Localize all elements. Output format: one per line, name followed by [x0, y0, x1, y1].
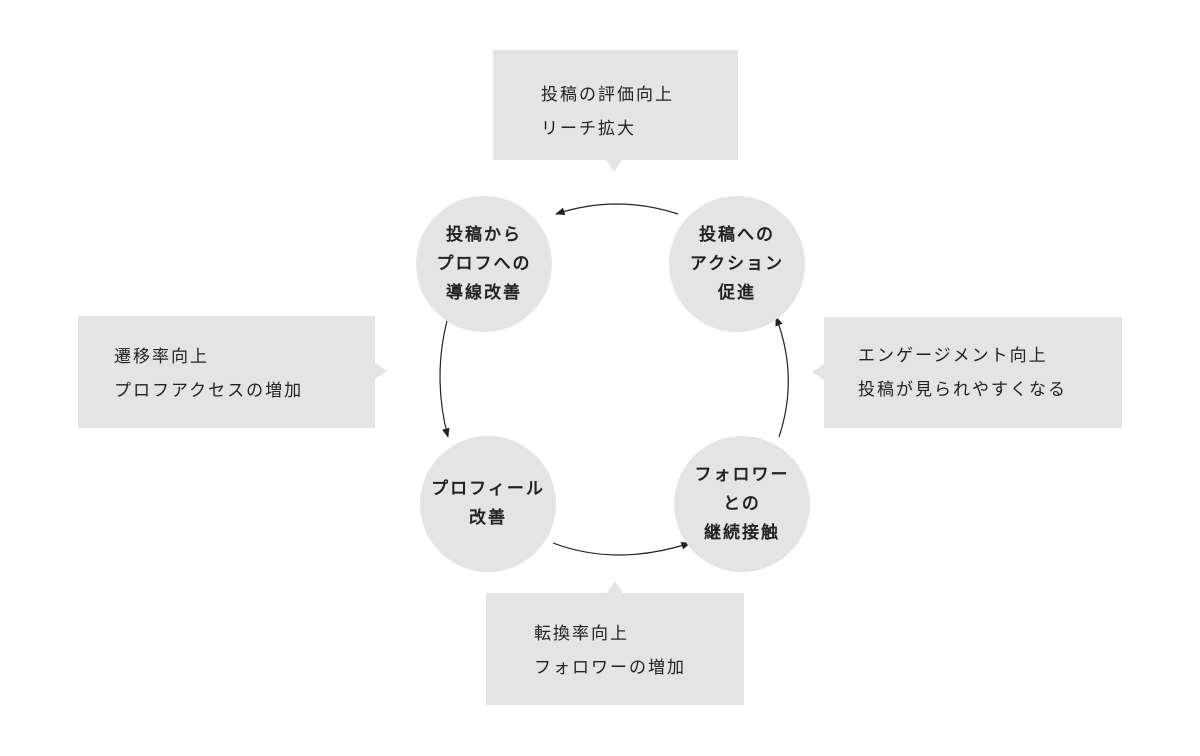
callout-bottom-pointer: [607, 581, 623, 593]
node-line: アクション: [689, 253, 785, 274]
callout-line: 転換率向上: [534, 624, 629, 644]
node-line: 改善: [469, 508, 507, 528]
node-post-to-profile-flow: 投稿から プロフへの 導線改善: [416, 196, 552, 332]
node-line: フォロワー: [694, 464, 790, 485]
node-line: 投稿への: [699, 224, 775, 245]
callout-right-pointer: [812, 364, 824, 380]
callout-line: フォロワーの増加: [534, 658, 686, 678]
arrow-top-left-to-bottom-left: [439, 316, 450, 438]
callout-top-pointer: [606, 160, 622, 172]
node-follower-contact: フォロワー との 継続接触: [674, 436, 810, 572]
arrow-bottom-right-to-top-right: [775, 316, 789, 438]
callout-line: 遷移率向上: [114, 347, 209, 367]
callout-top: 投稿の評価向上 リーチ拡大: [493, 50, 738, 160]
node-line: プロフへの: [436, 253, 532, 274]
node-line: 投稿から: [446, 224, 522, 245]
callout-line: 投稿が見られやすくなる: [858, 380, 1067, 400]
node-profile-improvement: プロフィール 改善: [420, 436, 556, 572]
node-line: 導線改善: [446, 282, 522, 303]
callout-line: 投稿の評価向上: [541, 85, 674, 105]
node-line: 促進: [718, 282, 756, 303]
arrow-bottom-left-to-bottom-right: [552, 542, 691, 556]
callout-right: エンゲージメント向上 投稿が見られやすくなる: [824, 317, 1122, 428]
node-line: との: [723, 493, 761, 514]
callout-line: エンゲージメント向上: [858, 346, 1048, 366]
callout-left-pointer: [375, 363, 387, 379]
callout-line: プロフアクセスの増加: [114, 381, 304, 401]
arrow-top-right-to-top-left: [555, 203, 679, 215]
node-line: プロフィール: [431, 479, 545, 499]
node-line: 継続接触: [704, 522, 780, 543]
callout-bottom: 転換率向上 フォロワーの増加: [486, 593, 744, 705]
node-post-action-promotion: 投稿への アクション 促進: [669, 196, 805, 332]
callout-left: 遷移率向上 プロフアクセスの増加: [78, 316, 375, 428]
callout-line: リーチ拡大: [541, 119, 636, 139]
